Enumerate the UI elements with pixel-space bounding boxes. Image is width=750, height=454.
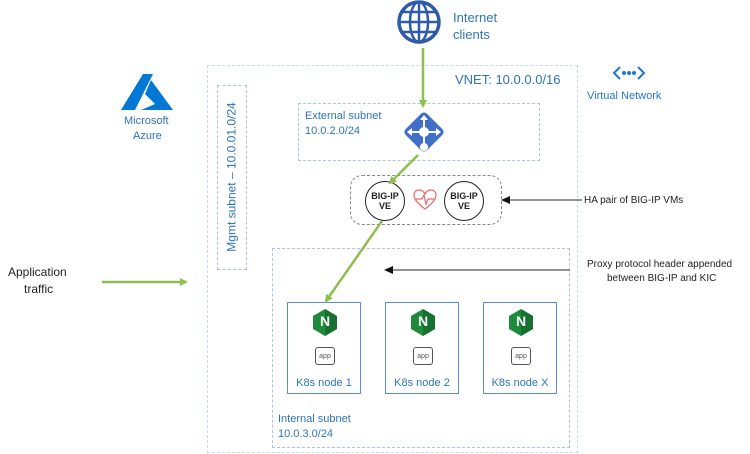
globe-icon <box>394 0 444 46</box>
internal-subnet-box <box>272 248 570 448</box>
ha-pair-annotation: HA pair of BIG-IP VMs <box>584 195 684 206</box>
k8s-node-1: N app K8s node 1 <box>287 302 361 394</box>
mgmt-subnet-box <box>217 85 247 270</box>
bigip-to-node-arrow <box>324 220 384 303</box>
nginx-icon: N <box>411 309 435 336</box>
vnet-label: VNET: 10.0.0.0/16 <box>455 72 561 87</box>
node-label: K8s node 1 <box>296 377 352 389</box>
azure-label-line1: Microsoft <box>124 115 169 127</box>
app-badge: app <box>511 347 531 365</box>
load-balancer-icon <box>400 108 448 156</box>
vnet-box <box>207 65 578 453</box>
nginx-icon: N <box>313 309 337 336</box>
k8s-node-x: N app K8s node X <box>483 302 557 394</box>
app-badge: app <box>315 347 335 365</box>
proxy-annotation-line2: between BIG-IP and KIC <box>607 273 717 284</box>
lb-to-bigip-arrow <box>388 154 419 185</box>
azure-logo-icon <box>121 72 173 112</box>
external-subnet-label-line2: 10.0.2.0/24 <box>305 125 361 137</box>
proxy-annotation-line1: Proxy protocol header appended <box>587 259 733 270</box>
virtual-network-label: Virtual Network <box>587 90 662 102</box>
node-label: K8s node X <box>491 377 549 389</box>
node-label: K8s node 2 <box>394 377 450 389</box>
virtual-network-icon <box>611 64 647 82</box>
application-traffic-line1: Application <box>8 265 67 279</box>
nginx-icon: N <box>509 309 533 336</box>
internal-subnet-label-line1: Internal subnet <box>278 413 351 425</box>
internal-subnet-label-line2: 10.0.3.0/24 <box>278 428 334 440</box>
k8s-node-2: N app K8s node 2 <box>385 302 459 394</box>
external-subnet-label-line1: External subnet <box>305 110 382 122</box>
app-badge: app <box>413 347 433 365</box>
application-traffic-line2: traffic <box>24 282 54 296</box>
internet-label-line1: Internet <box>453 10 498 25</box>
azure-label-line2: Azure <box>133 130 162 142</box>
heartbeat-icon <box>413 189 437 211</box>
internet-label-line2: clients <box>453 27 490 42</box>
